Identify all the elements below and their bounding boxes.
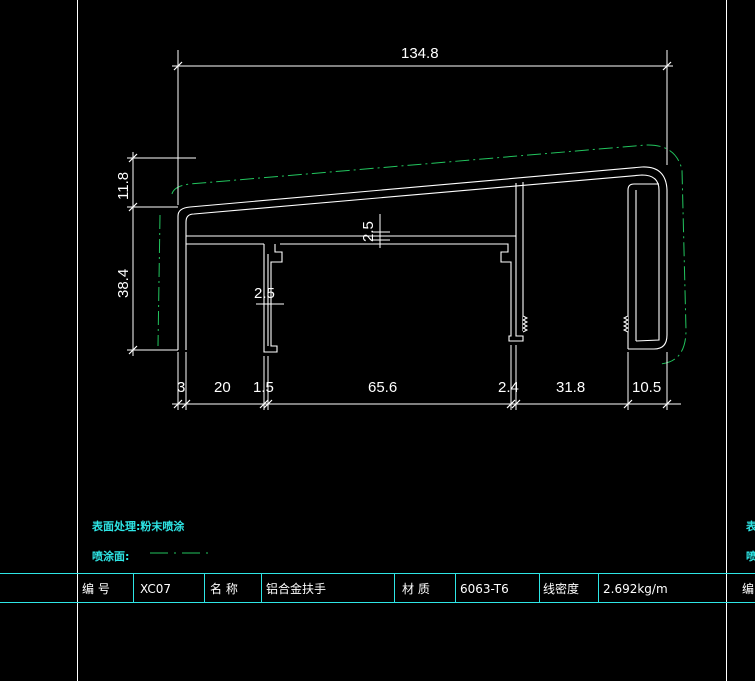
title-density-value: 2.692kg/m	[603, 582, 668, 596]
profile-teeth	[521, 315, 630, 333]
spray-surface-left	[157, 214, 161, 347]
edge-right-note-1: 表	[745, 519, 755, 533]
dim-seg-6: 31.8	[556, 379, 585, 396]
note-surface-treatment: 表面处理:粉末喷涂	[91, 519, 185, 533]
dim-inner-top: 2.5	[360, 221, 377, 242]
dim-inner-wall: 2.5	[254, 285, 275, 302]
title-material-value: 6063-T6	[460, 582, 509, 596]
note-spray-surface: 喷涂面:	[92, 549, 129, 563]
title-material-label: 材 质	[402, 582, 430, 596]
dimension-ticks	[128, 61, 672, 409]
edge-right-note-3: 编	[742, 581, 754, 596]
dim-seg-3: 1.5	[253, 379, 274, 396]
dim-slope-height: 11.8	[115, 172, 132, 200]
edge-right-note-2: 喷	[746, 549, 755, 563]
title-block-grid	[0, 573, 755, 603]
title-density-label: 线密度	[543, 581, 579, 596]
dim-seg-7: 10.5	[632, 379, 661, 396]
dim-body-height: 38.4	[115, 269, 132, 298]
title-name-label: 名 称	[210, 581, 238, 596]
dim-seg-5: 2.4	[498, 379, 519, 396]
dim-seg-1: 3	[177, 379, 185, 396]
dim-seg-2: 20	[214, 379, 231, 396]
title-name-value: 铝合金扶手	[266, 581, 326, 596]
handrail-profile	[177, 166, 668, 353]
dimension-lines	[127, 50, 681, 410]
title-code-label: 编 号	[82, 581, 110, 596]
drawing-frame	[77, 0, 727, 681]
dim-seg-4: 65.6	[368, 379, 397, 396]
dim-total-width: 134.8	[401, 45, 439, 62]
title-code-value: XC07	[140, 582, 171, 596]
